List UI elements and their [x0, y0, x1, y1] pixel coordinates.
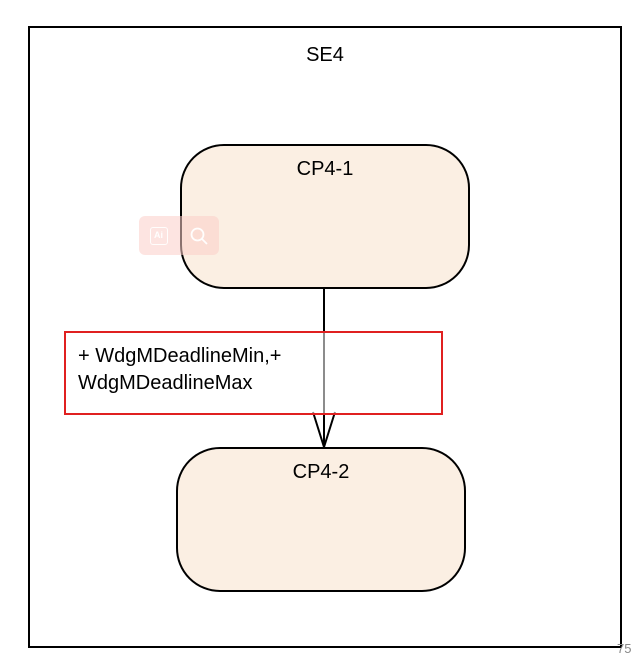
- state-cp4-1[interactable]: CP4-1: [180, 144, 470, 289]
- transition-label-line-1: + WdgMDeadlineMin,+: [78, 345, 282, 367]
- transition-label-highlight[interactable]: + WdgMDeadlineMin,+ WdgMDeadlineMax: [64, 331, 443, 415]
- corner-page-number: 75: [617, 641, 631, 656]
- ai-icon[interactable]: Ai: [149, 226, 168, 245]
- state-label: CP4-2: [292, 461, 350, 483]
- state-label: CP4-1: [296, 158, 354, 180]
- state-cp4-2[interactable]: CP4-2: [176, 447, 466, 592]
- floating-toolbar[interactable]: Ai: [139, 216, 219, 255]
- transition-label-line-2: WdgMDeadlineMax: [78, 372, 253, 394]
- search-icon[interactable]: [189, 226, 209, 246]
- frame-title: SE4: [306, 44, 344, 66]
